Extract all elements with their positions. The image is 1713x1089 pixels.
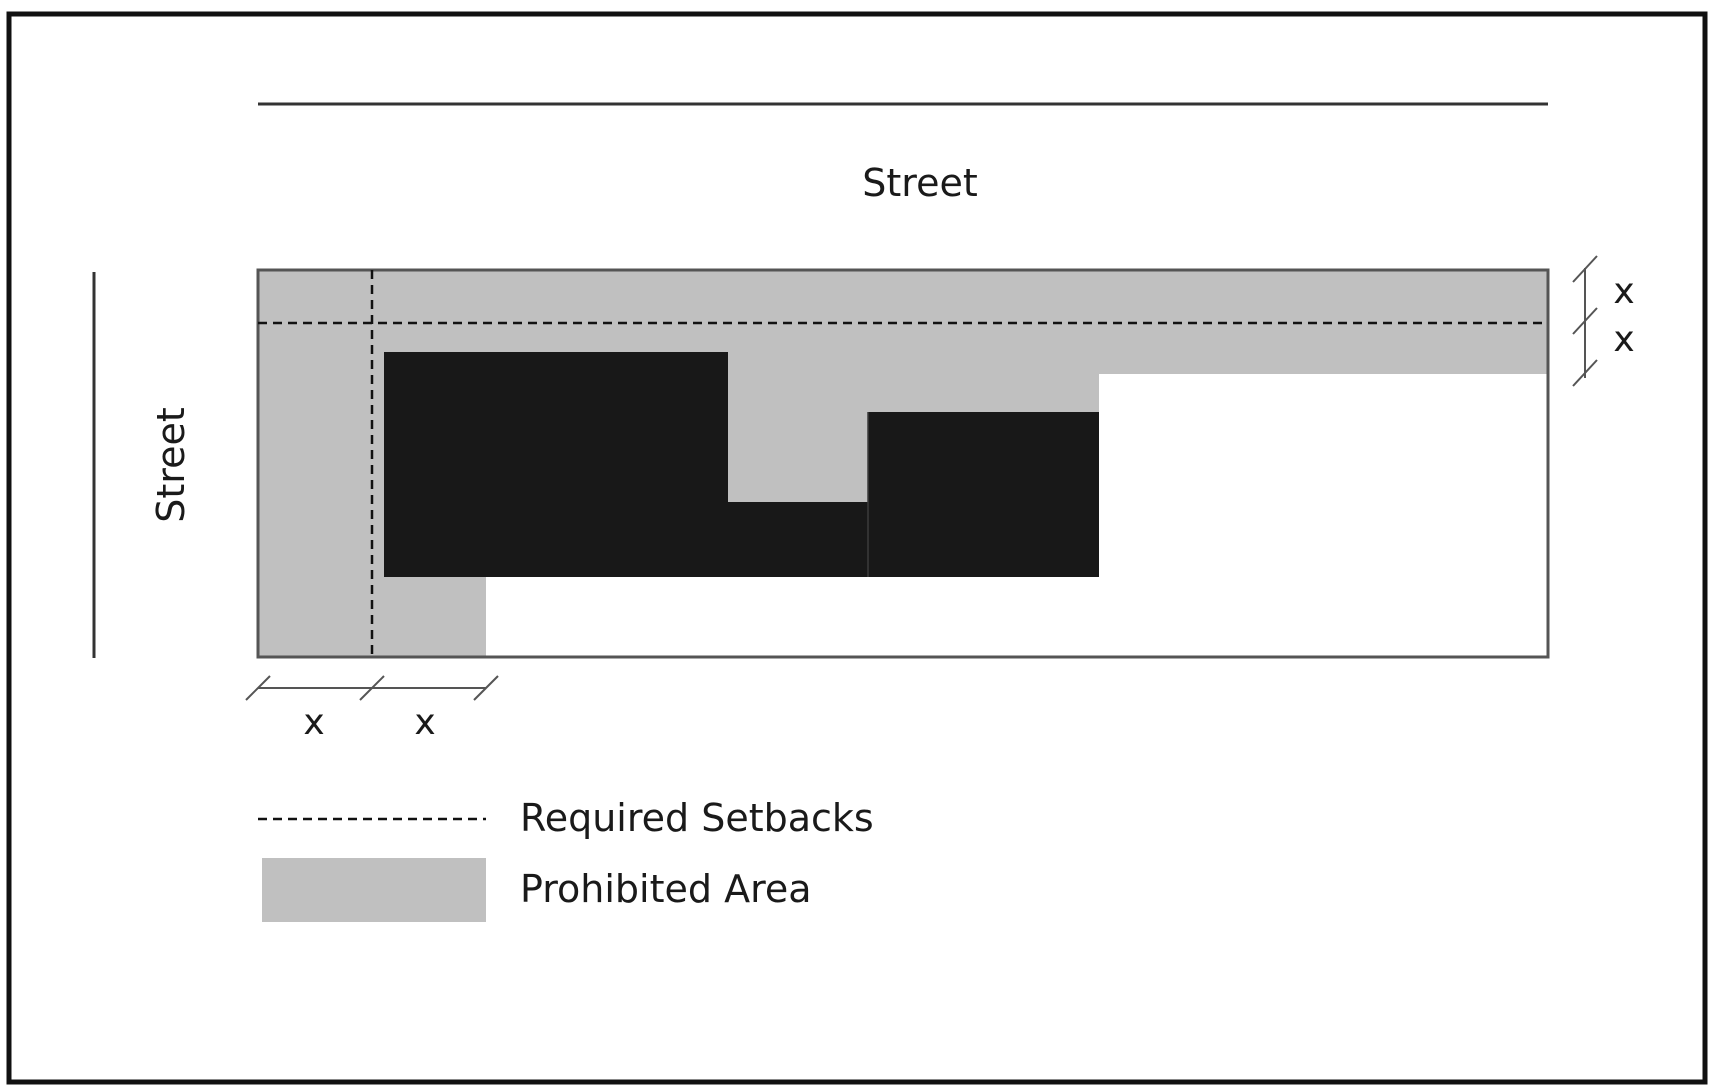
dimension-label-x-top-2: x bbox=[1613, 319, 1634, 360]
street-label-top: Street bbox=[862, 161, 977, 205]
dimension-bottom bbox=[245, 675, 499, 701]
building-block-west bbox=[384, 352, 728, 577]
building-block-middle bbox=[727, 502, 868, 577]
legend-prohibited-label: Prohibited Area bbox=[520, 867, 812, 911]
dimension-label-x-bottom-2: x bbox=[414, 702, 435, 743]
street-label-left: Street bbox=[149, 407, 193, 522]
dimension-label-x-top-1: x bbox=[1613, 271, 1634, 312]
dimension-right bbox=[1572, 255, 1598, 387]
dimension-label-x-bottom-1: x bbox=[303, 702, 324, 743]
legend: Required Setbacks Prohibited Area bbox=[258, 796, 874, 922]
legend-prohibited-swatch bbox=[262, 858, 486, 922]
building-block-east bbox=[868, 412, 1099, 577]
building-footprint bbox=[384, 352, 1099, 577]
lot-outline bbox=[256, 268, 1550, 659]
legend-setback-label: Required Setbacks bbox=[520, 796, 874, 840]
